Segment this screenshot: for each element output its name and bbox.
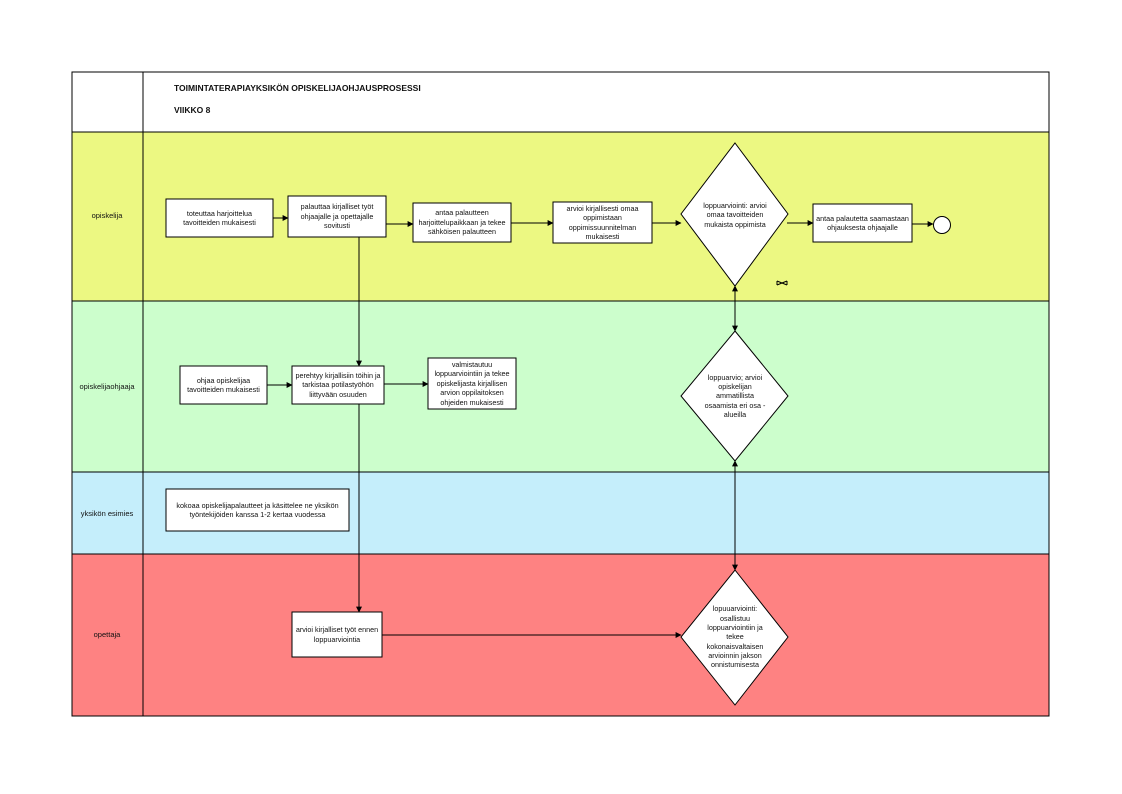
process-box-s1-shape: [165, 198, 274, 238]
process-box-s3-shape: [412, 202, 512, 243]
process-box-e1: kokoaa opiskelijapalautteet ja käsittele…: [165, 488, 350, 532]
decision-diamond-s5-shape: [680, 142, 789, 287]
process-box-o3: valmistautuu loppuarviointiin ja tekee o…: [427, 357, 517, 410]
header-row: [71, 71, 1050, 133]
process-box-s6: antaa palautetta saamastaan ohjauksesta …: [812, 203, 913, 243]
diagram-title: TOIMINTATERAPIAYKSIKÖN OPISKELIJAOHJAUSP…: [174, 83, 421, 93]
decision-diamond-t2-label: lopuuarviointi: osallistuu loppuarvioint…: [706, 604, 764, 670]
decision-diamond-o4-label: loppuarvio; arvioi opiskelijan ammatilli…: [704, 372, 766, 420]
end-node: [933, 216, 951, 234]
lane-yksikon-esimies-label: yksikön esimies: [81, 509, 134, 518]
process-box-e1-label: kokoaa opiskelijapalautteet ja käsittele…: [176, 500, 339, 519]
process-box-o3-shape: [427, 357, 517, 410]
decision-diamond-t2: lopuuarviointi: osallistuu loppuarvioint…: [680, 569, 789, 706]
lane-opettaja-label: opettaja: [94, 630, 122, 639]
decision-diamond-o4: loppuarvio; arvioi opiskelijan ammatilli…: [680, 330, 789, 462]
diagram-subtitle: VIIKKO 8: [174, 105, 211, 115]
process-box-s1: toteuttaa harjoittelua tavoitteiden muka…: [165, 198, 274, 238]
process-box-o2-shape: [291, 365, 385, 405]
process-box-o1-shape: [179, 365, 268, 405]
lane-opiskelijaohjaaja-label: opiskelijaohjaaja: [79, 382, 135, 391]
process-box-s2: palauttaa kirjalliset työt ohjaajalle ja…: [287, 195, 387, 238]
process-box-t1: arvioi kirjalliset työt ennen loppuarvio…: [291, 611, 383, 658]
lane-opiskelija-label: opiskelija: [92, 211, 124, 220]
connectors: [267, 215, 934, 638]
process-box-o2-label: perehtyy kirjallisiin töihin ja tarkista…: [295, 370, 381, 399]
process-box-s4-label: arvioi kirjallisesti omaa oppimistaan op…: [566, 203, 639, 241]
process-box-s4: arvioi kirjallisesti omaa oppimistaan op…: [552, 201, 653, 244]
process-box-s3: antaa palautteen harjoittelupaikkaan ja …: [412, 202, 512, 243]
process-box-t1-shape: [291, 611, 383, 658]
decision-diamond-s5-label: loppuarviointi: arvioi omaa tavoitteiden…: [703, 200, 767, 229]
decision-diamond-t2-shape: [680, 569, 789, 706]
process-box-s6-label: antaa palautetta saamastaan ohjauksesta …: [816, 213, 909, 232]
link-icon: [776, 280, 788, 286]
decision-diamond-o4-shape: [680, 330, 789, 462]
process-box-s2-label: palauttaa kirjalliset työt ohjaajalle ja…: [300, 202, 374, 231]
decision-diamond-s5: loppuarviointi: arvioi omaa tavoitteiden…: [680, 142, 789, 287]
process-box-s2-shape: [287, 195, 387, 238]
process-box-s6-shape: [812, 203, 913, 243]
process-box-o3-label: valmistautuu loppuarviointiin ja tekee o…: [434, 360, 510, 407]
process-box-e1-shape: [165, 488, 350, 532]
process-box-s1-label: toteuttaa harjoittelua tavoitteiden muka…: [183, 208, 256, 227]
process-box-o2: perehtyy kirjallisiin töihin ja tarkista…: [291, 365, 385, 405]
process-box-s4-shape: [552, 201, 653, 244]
process-box-s3-label: antaa palautteen harjoittelupaikkaan ja …: [418, 208, 506, 237]
process-box-t1-label: arvioi kirjalliset työt ennen loppuarvio…: [295, 625, 379, 644]
process-box-o1-label: ohjaa opiskelijaa tavoitteiden mukaisest…: [187, 375, 260, 394]
process-box-o1: ohjaa opiskelijaa tavoitteiden mukaisest…: [179, 365, 268, 405]
